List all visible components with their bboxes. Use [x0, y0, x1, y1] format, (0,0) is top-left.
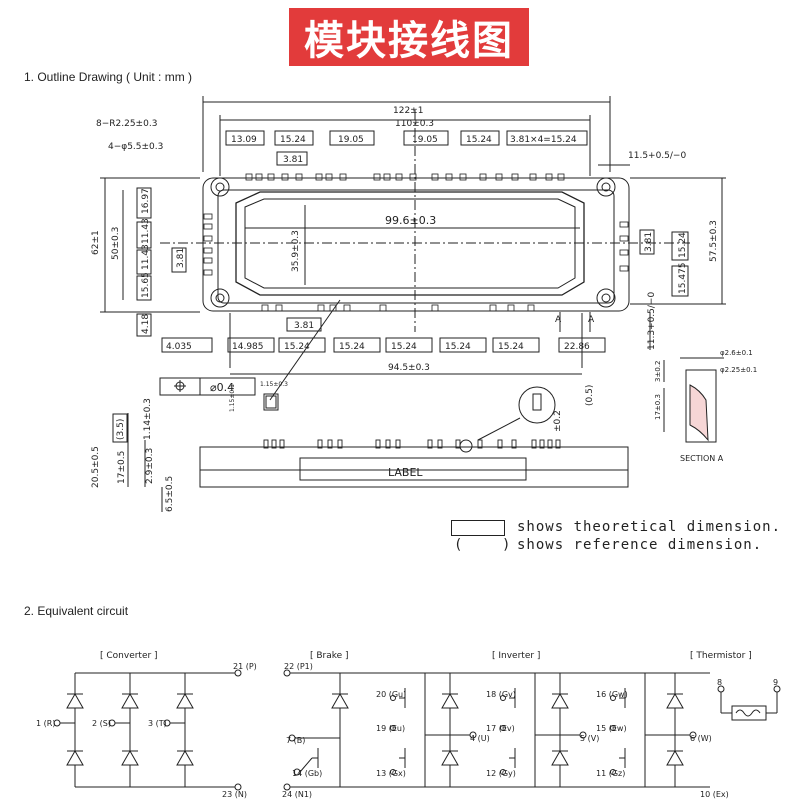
circuit-heading: 2. Equivalent circuit	[24, 604, 129, 618]
theoretical-dimension-box	[451, 520, 505, 536]
section-brake: [ Brake ]	[310, 651, 349, 661]
section-name: SECTION A	[680, 454, 724, 463]
bottom-width-label: 94.5±0.3	[388, 363, 430, 373]
pin-16: 16 (Gw)	[596, 690, 628, 699]
left-bottom-label: 4.035	[166, 342, 192, 352]
section-dim-1: φ2.6±0.1	[720, 349, 753, 357]
pin-21: 21 (P)	[233, 662, 257, 671]
pin-len-label: 1.14±0.3	[143, 398, 153, 440]
left-spacing-3: 11.43	[141, 244, 151, 270]
right-spacing-2: 15.475	[678, 263, 688, 295]
left-spacing-4: 15.65	[141, 272, 151, 298]
pin-height-label: 50±0.3	[111, 227, 121, 260]
outline-heading: 1. Outline Drawing ( Unit : mm )	[24, 70, 193, 84]
pin-2: 2 (S)	[92, 719, 111, 728]
bottom-spacing-3: 15.24	[339, 342, 365, 352]
bottom-spacing-1: 14.985	[232, 342, 264, 352]
pin-12: 12 (Gy)	[486, 769, 516, 778]
left-spacing-2: 11.43	[141, 218, 151, 244]
pin-6: 6 (W)	[690, 734, 712, 743]
body-inner-label: 17±0.5	[117, 451, 127, 484]
bottom-small-label: 3.81	[294, 321, 314, 331]
top-small-gap: 3.81	[283, 155, 303, 165]
overall-width-label: 122±1	[393, 106, 423, 116]
outline-drawing: 122±1 110±0.3 8−R2.25±0.3 4−φ5.5±0.3 13.…	[91, 96, 757, 512]
top-clear-label: (3.5)	[116, 419, 126, 440]
pin-3: 3 (T)	[148, 719, 167, 728]
pin-17: 17 (Ev)	[486, 724, 515, 733]
section-marker-right: A	[588, 315, 595, 325]
bottom-spacing-2: 15.24	[284, 342, 310, 352]
pin-5: 5 (V)	[580, 734, 599, 743]
pin-19: 19 (Eu)	[376, 724, 405, 733]
pin-9: 9	[773, 678, 778, 687]
tolerance-value: ⌀0.4	[210, 381, 234, 394]
left-small-label: 3.81	[176, 248, 186, 268]
inner-width-label: 99.6±0.3	[385, 214, 436, 227]
left-spacing-1: 16.97	[141, 188, 151, 214]
top-spacing-1: 13.09	[231, 135, 257, 145]
pin-1: 1 (R)	[36, 719, 55, 728]
pin-23: 23 (N)	[222, 790, 247, 799]
pin-offset-label: ±0.2	[553, 410, 563, 432]
right-height-label: 57.5±0.3	[709, 220, 719, 262]
label-text: LABEL	[388, 466, 423, 479]
pin-8: 8	[717, 678, 722, 687]
inner-height-label: 35.9±0.3	[291, 230, 301, 272]
hole-dia-label: 4−φ5.5±0.3	[108, 142, 163, 152]
section-inverter: [ Inverter ]	[492, 651, 540, 661]
pin-width-label: 110±0.3	[395, 119, 434, 129]
top-spacing-4: 19.05	[412, 135, 438, 145]
pin-14: 14 (Gb)	[292, 769, 322, 778]
overall-height-label: 62±1	[91, 230, 101, 255]
right-spacing-1: 15.24	[678, 232, 688, 258]
section-marker-left: A	[555, 315, 562, 325]
pin-tip-label: (0.5)	[585, 385, 595, 406]
pin-4: 4 (U)	[470, 734, 490, 743]
base-label: 2.9±0.3	[145, 448, 155, 484]
top-spacing-3: 19.05	[338, 135, 364, 145]
top-spacing-5: 15.24	[466, 135, 492, 145]
pin-15: 15 (Ew)	[596, 724, 627, 733]
legend-reference: shows reference dimension.	[517, 537, 763, 553]
page-title: 模块接线图	[289, 8, 529, 66]
bottom-spacing-4: 15.24	[391, 342, 417, 352]
bottom-spacing-5: 15.24	[445, 342, 471, 352]
corner-radius-label: 8−R2.25±0.3	[96, 119, 157, 129]
top-right-offset: 11.5+0.5/−0	[628, 151, 686, 161]
section-converter: [ Converter ]	[100, 651, 158, 661]
pin-22: 22 (P1)	[284, 662, 313, 671]
pin-13: 13 (Gx)	[376, 769, 406, 778]
right-bottom-offset: 11.3+0.5/−0	[647, 292, 657, 350]
section-dim-4: 17±0.3	[654, 394, 662, 420]
bottom-spacing-6: 15.24	[498, 342, 524, 352]
pin-20: 20 (Gu)	[376, 690, 406, 699]
section-dim-3: 3±0.2	[654, 361, 662, 382]
pin-18: 18 (Gv)	[486, 690, 516, 699]
equivalent-circuit: [ Converter ] [ Brake ] [ Inverter ] [ T…	[36, 651, 781, 799]
bottom-offset-label: 4.18	[141, 314, 151, 334]
pin-10: 10 (Ex)	[700, 790, 729, 799]
top-spacing-2: 15.24	[280, 135, 306, 145]
legend-paren-close: )	[502, 537, 512, 553]
right-small-label: 3.81	[644, 232, 654, 252]
legend-theoretical: shows theoretical dimension.	[517, 519, 782, 535]
pin-dim2-label: 1.15±0.1	[229, 384, 236, 412]
body-height-label: 20.5±0.5	[91, 446, 101, 488]
pin-7: 7 (B)	[286, 736, 305, 745]
bottom-label: 6.5±0.5	[165, 476, 175, 512]
pin-11: 11 (Gz)	[596, 769, 625, 778]
legend-paren-open: (	[454, 537, 464, 553]
section-dim-2: φ2.25±0.1	[720, 366, 757, 374]
pin-24: 24 (N1)	[282, 790, 312, 799]
pin-dim-label: 1.15±0.3	[260, 381, 288, 388]
section-thermistor: [ Thermistor ]	[690, 651, 752, 661]
top-spacing-6: 3.81×4=15.24	[510, 135, 577, 145]
bottom-right-label: 22.86	[564, 342, 590, 352]
